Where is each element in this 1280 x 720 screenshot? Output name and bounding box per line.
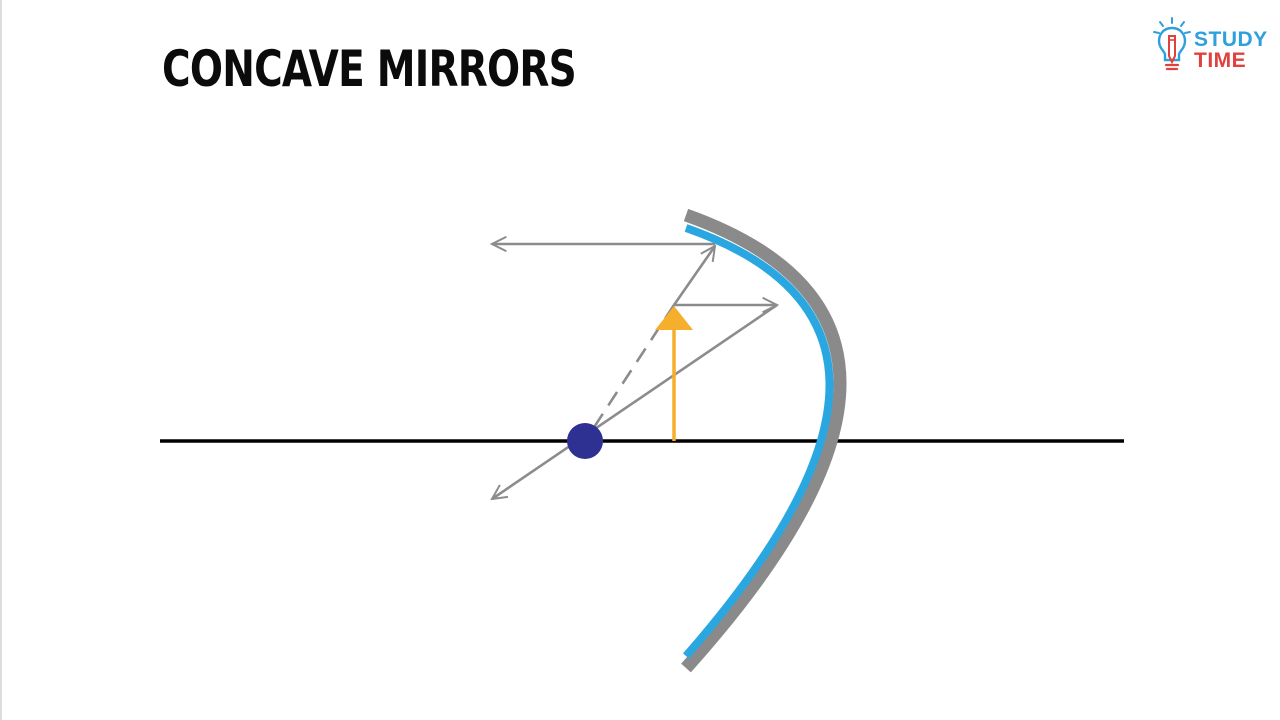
center-of-curvature-point <box>567 423 603 459</box>
mirror-back <box>681 208 847 673</box>
logo-text-time: TIME <box>1194 49 1247 72</box>
object-arrow <box>655 306 693 441</box>
study-time-logo: STUDY TIME <box>1152 14 1267 74</box>
light-rays <box>492 244 777 499</box>
ray-through-center-toward-mirror <box>672 246 715 306</box>
lightbulb-pencil-icon <box>1153 17 1191 71</box>
logo-text-study: STUDY <box>1194 28 1268 51</box>
page-title: CONCAVE MIRRORS <box>162 40 577 98</box>
mirror-reflective-surface <box>682 224 834 659</box>
focal-reflected-ray <box>492 303 778 499</box>
concave-mirror <box>681 208 847 673</box>
